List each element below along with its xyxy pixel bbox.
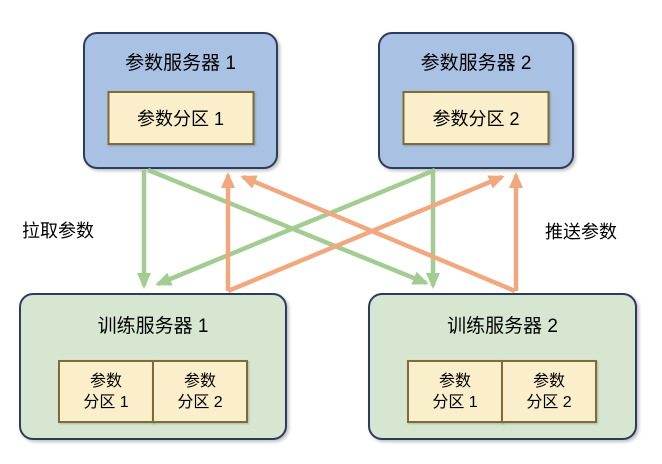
push-parameters-label: 推送参数 [545, 222, 617, 242]
node-title: 参数服务器 2 [420, 53, 532, 74]
node-title: 训练服务器 2 [447, 316, 558, 337]
partition-box: 参数 分区 1 [407, 360, 503, 423]
partition-label-line: 参数 [183, 372, 216, 390]
partition-box: 参数分区 2 [402, 91, 550, 145]
partition-label-line: 分区 1 [83, 393, 129, 411]
partition-label-line: 分区 2 [526, 393, 572, 411]
partition-label: 参数分区 2 [432, 109, 520, 129]
arrow-push-ts1-to-ps2 [227, 174, 505, 294]
node-parameter-server-2: 参数服务器 2 参数分区 2 [378, 32, 574, 169]
node-training-server-1: 训练服务器 1 参数 分区 1 参数 分区 2 [19, 293, 287, 440]
partition-row: 参数 分区 1 参数 分区 2 [58, 360, 248, 423]
partition-label-line: 参数 [89, 372, 122, 390]
partition-box: 参数 分区 2 [501, 360, 597, 423]
arrow-pull-ps2-to-ts1 [155, 167, 436, 287]
partition-label-line: 参数 [532, 372, 565, 390]
arrow-pull-ps1-to-ts2 [147, 167, 429, 286]
partition-row: 参数 分区 1 参数 分区 2 [407, 360, 597, 423]
node-parameter-server-1: 参数服务器 1 参数分区 1 [83, 32, 278, 169]
node-title: 参数服务器 1 [125, 53, 236, 74]
node-title: 训练服务器 1 [97, 316, 209, 337]
partition-box: 参数 分区 2 [152, 360, 248, 423]
partition-label-line: 参数 [438, 372, 471, 390]
partition-label-line: 分区 1 [432, 393, 478, 411]
node-training-server-2: 训练服务器 2 参数 分区 1 参数 分区 2 [368, 293, 637, 440]
partition-box: 参数分区 1 [107, 91, 254, 145]
partition-label-line: 分区 2 [177, 393, 223, 411]
partition-label: 参数分区 1 [136, 109, 224, 129]
partition-box: 参数 分区 1 [58, 360, 154, 423]
pull-parameters-label: 拉取参数 [22, 221, 94, 241]
arrow-push-ts2-to-ps1 [240, 174, 516, 294]
